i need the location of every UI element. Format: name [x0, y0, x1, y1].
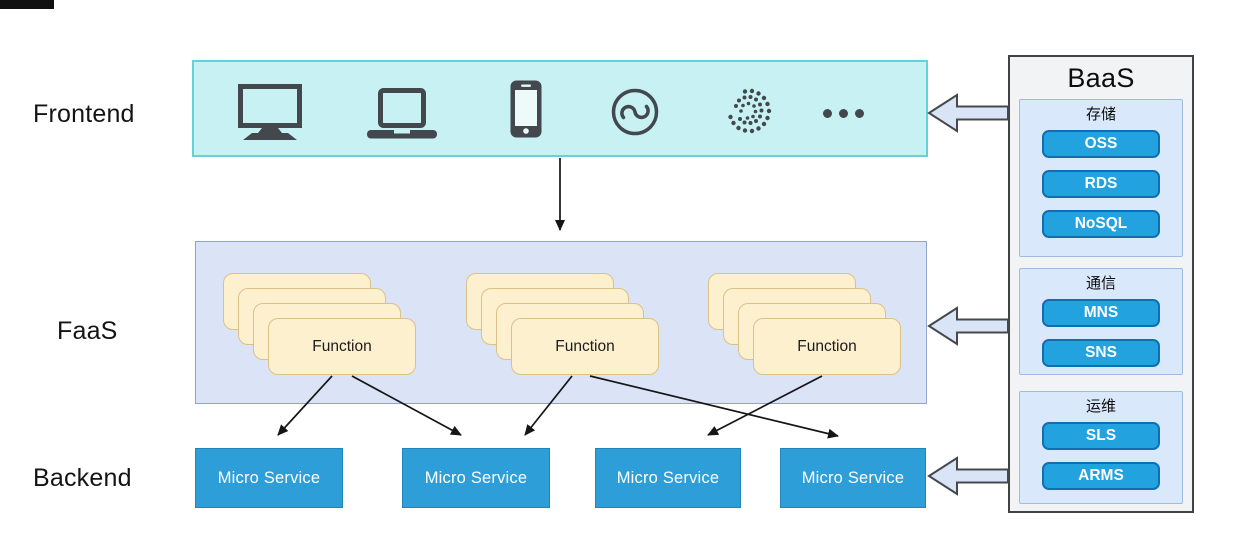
- function-stack: Function: [223, 273, 416, 375]
- label-faas: FaaS: [57, 317, 118, 345]
- mini-program-icon: [609, 86, 661, 138]
- function-card: Function: [753, 318, 901, 375]
- baas-section-label: 运维: [1085, 398, 1116, 415]
- baas-to-backend-block-arrow: [927, 456, 1009, 496]
- function-card: Function: [268, 318, 416, 375]
- baas-service-button: OSS: [1042, 130, 1160, 158]
- baas-service-button: RDS: [1042, 170, 1160, 198]
- label-backend: Backend: [33, 464, 132, 492]
- monitor-icon: [238, 84, 302, 141]
- micro-service-label: Micro Service: [616, 468, 720, 487]
- baas-section-label: 存储: [1085, 106, 1116, 123]
- function-card: Function: [511, 318, 659, 375]
- iota-icon: [721, 84, 777, 140]
- baas-section-communication: 通信 MNS SNS: [1019, 268, 1183, 375]
- function-stack: Function: [708, 273, 901, 375]
- baas-to-frontend-block-arrow: [927, 93, 1009, 133]
- baas-service-button: MNS: [1042, 299, 1160, 327]
- function-label: Function: [312, 337, 372, 355]
- baas-service-button: ARMS: [1042, 462, 1160, 490]
- baas-section-operations: 运维 SLS ARMS: [1019, 391, 1183, 504]
- more-ellipsis-icon: [823, 109, 864, 118]
- baas-section-storage: 存储 OSS RDS NoSQL: [1019, 99, 1183, 257]
- micro-service-box: Micro Service: [595, 448, 741, 508]
- baas-service-button: SLS: [1042, 422, 1160, 450]
- baas-column-box: BaaS 存储 OSS RDS NoSQL 通信 MNS SNS 运维 SLS …: [1008, 55, 1194, 513]
- label-frontend: Frontend: [33, 100, 135, 128]
- baas-service-button: SNS: [1042, 339, 1160, 367]
- function-stack: Function: [466, 273, 659, 375]
- function-label: Function: [797, 337, 857, 355]
- micro-service-label: Micro Service: [217, 468, 321, 487]
- frontend-layer-box: [192, 60, 928, 157]
- smartphone-icon: [510, 80, 542, 138]
- baas-to-faas-block-arrow: [927, 306, 1009, 346]
- micro-service-label: Micro Service: [801, 468, 905, 487]
- micro-service-box: Micro Service: [195, 448, 343, 508]
- baas-section-label: 通信: [1085, 275, 1116, 292]
- faas-layer-box: Function Function Function: [195, 241, 927, 404]
- baas-title: BaaS: [1067, 63, 1135, 93]
- baas-service-button: NoSQL: [1042, 210, 1160, 238]
- function-label: Function: [555, 337, 615, 355]
- corner-artifact: [0, 0, 54, 9]
- micro-service-box: Micro Service: [780, 448, 926, 508]
- micro-service-box: Micro Service: [402, 448, 550, 508]
- laptop-icon: [366, 88, 438, 140]
- micro-service-label: Micro Service: [424, 468, 528, 487]
